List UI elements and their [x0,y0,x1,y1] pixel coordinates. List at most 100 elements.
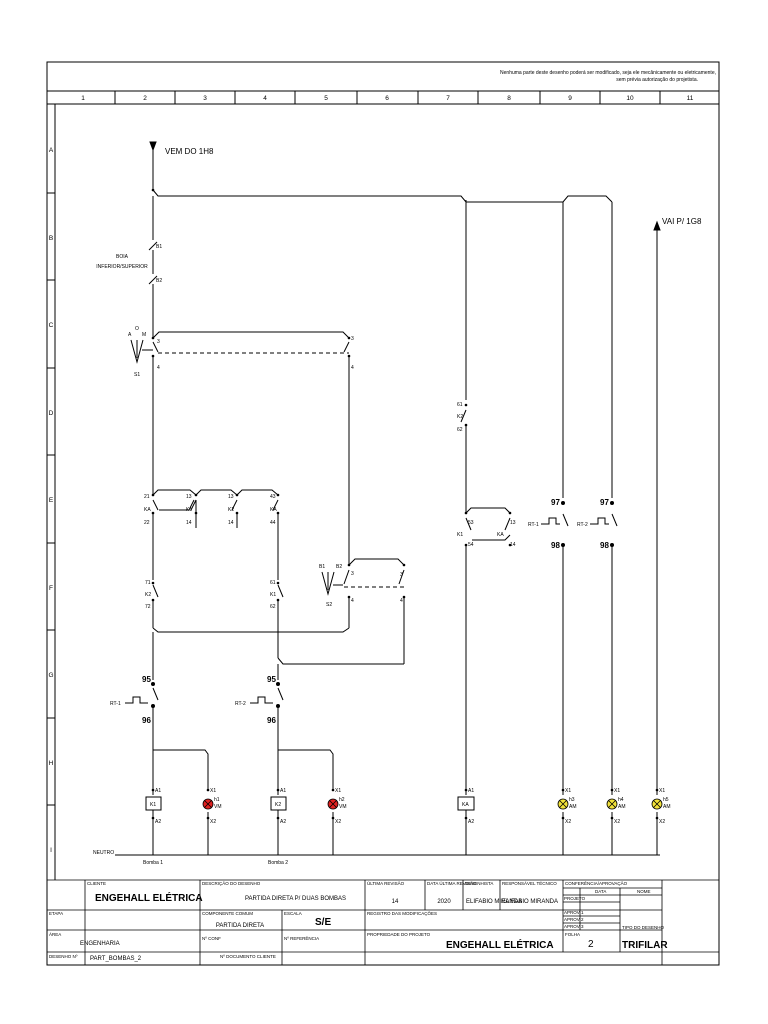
row-letter: E [49,497,54,504]
float-switch-sublabel: INFERIOR/SUPERIOR [96,264,148,270]
contact-label: 54 [468,542,474,548]
contact-label: K2 [145,592,151,598]
contact-label: 14 [186,520,192,526]
tb-label: DATA [595,889,606,894]
lamp-label: h5 [663,797,669,803]
contact-label: K1 [457,532,463,538]
tb-component: PARTIDA DIRETA [216,923,264,929]
contact-label: 97 [551,498,560,507]
contact-label: A1 [468,788,474,794]
tb-label: CLIENTE [87,881,106,886]
tb-label: DESENHISTA [465,881,493,886]
tb-label: FOLHA [565,932,580,937]
contact-label: X1 [335,788,341,794]
wiring [115,141,661,856]
column-number: 8 [507,95,511,102]
tb-drawn-by: ELIFABIO MIRANDA [466,899,522,905]
contact-label: 95 [267,675,276,684]
contact-label: X1 [565,788,571,794]
contact-label: KA [270,507,277,513]
tb-label: COMPONENTE COMUM [202,911,253,916]
contact-label: 4 [157,365,160,371]
tb-label: APROV 3 [564,924,584,929]
contact-label: X2 [565,819,571,825]
contact-label: X2 [659,819,665,825]
coil-label: K2 [275,802,281,808]
contact-label: K1 [186,507,192,513]
column-number: 7 [446,95,450,102]
row-letter: A [49,147,54,154]
contact-label: 4 [351,365,354,371]
contact-label: 62 [270,604,276,610]
column-number: 1 [81,95,85,102]
contact-label: 3 [351,336,354,342]
tb-description: PARTIDA DIRETA P/ DUAS BOMBAS [245,896,346,902]
tb-label: CONFERÊNCIA/APROVAÇÃO [565,879,628,886]
contact-label: B1 [156,244,162,250]
pump-2-label: Bomba 2 [268,860,288,866]
float-switch-label: BOIA [116,254,129,260]
contact-label: 22 [144,520,150,526]
relay-label: RT-2 [235,701,246,707]
contact-label: 72 [145,604,151,610]
contact-label: S2 [326,602,332,608]
tb-label: NOME [637,889,651,894]
tb-revision: 14 [392,899,399,905]
lamp-color: AM [663,804,671,810]
column-number: 6 [385,95,389,102]
contact-label: S1 [134,372,140,378]
contact-label: 13 [510,520,516,526]
contact-label: X1 [659,788,665,794]
lamp-color: VM [214,804,222,810]
tb-label: PROJETO [564,896,586,901]
contact-label: X2 [210,819,216,825]
incoming-supply-label: VEM DO 1H8 [165,147,214,156]
contact-label: A1 [280,788,286,794]
contact-label: 98 [600,541,609,550]
row-letter: H [49,760,54,767]
contact-label: K1 [270,592,276,598]
lamp-label: h4 [618,797,624,803]
contact-label: 61 [270,580,276,586]
contact-label: 3 [157,339,160,345]
contact-label: 21 [144,494,150,500]
relay-label: RT-2 [577,522,588,528]
tb-label: DATA ÚLTIMA REVISÃO [427,880,477,886]
tb-drawing-type: TRIFILAR [622,940,668,951]
row-letter: D [49,410,54,417]
tb-area: ENGENHARIA [80,941,120,947]
contact-label: 13 [228,494,234,500]
title-block [47,879,719,965]
column-number: 4 [263,95,267,102]
tb-owner: ENGEHALL ELÉTRICA [446,938,554,951]
terminal-dots [151,188,659,820]
contact-label: A2 [155,819,161,825]
contact-label: K2 [228,507,234,513]
coil-label: KA [462,802,469,808]
contact-label: X1 [210,788,216,794]
contact-label: 14 [510,542,516,548]
contact-label: 61 [457,402,463,408]
lamp-h3 [557,798,569,810]
tb-label: Nº CONF [202,936,221,941]
contact-label: 98 [551,541,560,550]
contact-label: 96 [142,716,151,725]
tb-sheet-number: 2 [588,939,594,950]
row-letter: B [49,235,53,242]
signal-lamps [202,798,663,810]
coil-label: K1 [150,802,156,808]
tb-label: ESCALA [284,911,302,916]
contact-label: A2 [468,819,474,825]
lamp-color: AM [618,804,626,810]
tb-label: DESCRIÇÃO DO DESENHO [202,880,261,886]
tb-label: APROV 2 [564,917,584,922]
tb-label: TIPO DO DESENHO [622,925,665,930]
contact-label: K2 [457,414,463,420]
neutral-label: NEUTRO [93,850,114,856]
tb-drawing-number: PART_BOMBAS_2 [90,956,142,962]
tb-label: REGISTRO DAS MODIFICAÇÕES [367,910,437,916]
lamp-h4 [606,798,618,810]
relay-label: RT-1 [110,701,121,707]
contact-label: 44 [270,520,276,526]
